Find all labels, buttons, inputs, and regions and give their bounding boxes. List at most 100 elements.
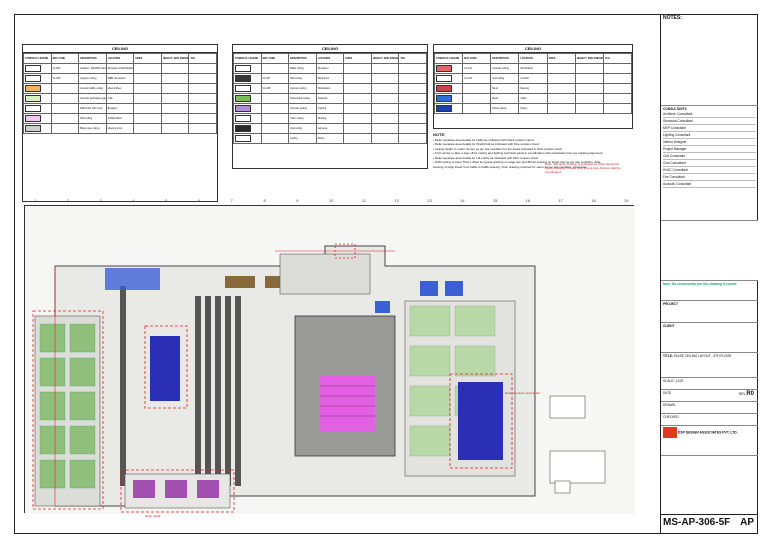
finish xyxy=(160,73,190,84)
grid-column-label: 16 xyxy=(525,198,531,203)
finish xyxy=(574,63,604,74)
location: Corridor xyxy=(518,73,548,84)
tag xyxy=(188,103,217,114)
legend-swatch xyxy=(25,74,41,82)
location: Meet & Meet xyxy=(105,83,135,94)
grid-column-label: 6 xyxy=(197,198,201,203)
column-header: DESCRIPTION xyxy=(288,53,317,64)
finish xyxy=(370,73,400,84)
legend-swatch xyxy=(436,104,452,112)
table-row: Acoustic perforated gypsumCafe xyxy=(23,93,217,104)
sizes xyxy=(343,93,372,104)
legend-swatch xyxy=(235,64,251,72)
legend-swatch-cell xyxy=(233,113,262,124)
consultant-entry: MEP Consultant xyxy=(663,125,756,132)
description: Black open ceiling xyxy=(78,123,107,134)
note-lines: • Refer separate area details for baffel… xyxy=(433,138,609,170)
column-header: LOCATION xyxy=(105,53,135,64)
title-block: NOTES: CONSULTANTS Architect: Consultant… xyxy=(660,14,758,534)
right-zone-label: Refer separate area detail xyxy=(505,391,540,395)
consultant-entry: Architect: Consultant xyxy=(663,111,756,118)
column-header: SYMBOLIC LEGEND xyxy=(23,53,52,64)
legend-swatch-cell xyxy=(23,73,52,84)
revision-cloud-right xyxy=(449,373,513,469)
sizes xyxy=(343,133,372,144)
grid-column-label: 12 xyxy=(394,198,399,203)
column-header: SIZES xyxy=(546,53,576,64)
column-header: SIZES xyxy=(133,53,162,64)
grid-column-label: 15 xyxy=(492,198,498,203)
consultant-entry: Civil Consultant xyxy=(663,153,756,160)
finish xyxy=(370,103,400,114)
finish xyxy=(160,83,190,94)
mat-code xyxy=(50,83,80,94)
location: Cafeteria xyxy=(315,93,345,104)
note-line: • Civil vendor to take a sign off for ce… xyxy=(433,151,604,155)
location: Meeting xyxy=(315,113,345,124)
description: Acoustic perforated gypsum xyxy=(78,93,107,104)
description: Raft ceiling xyxy=(288,73,317,84)
finish xyxy=(370,63,400,74)
mat-code xyxy=(50,113,80,124)
description: Grid ceiling xyxy=(288,123,317,134)
sizes xyxy=(343,123,372,134)
mat-code xyxy=(462,103,492,114)
sizes xyxy=(343,103,372,114)
mat-code: CL-003 xyxy=(50,73,80,84)
tag xyxy=(602,93,633,104)
grid-column-label: 1 xyxy=(34,198,37,203)
title-value: FALSE CEILING LAYOUT - 5TH FLOOR xyxy=(673,354,732,358)
consultant-entry: Structural Consultant xyxy=(663,118,756,125)
legend-swatch-cell xyxy=(23,83,52,94)
finish xyxy=(160,63,190,74)
scale-label: SCALE xyxy=(663,379,674,383)
legend-swatch xyxy=(235,134,251,142)
bottom-zone-label: Refer detail xyxy=(145,514,161,518)
location: Workstation xyxy=(518,63,548,74)
tag xyxy=(398,63,427,74)
red-site-note: Note: Site finish location is indicated … xyxy=(545,162,621,174)
grid-column-label: 10 xyxy=(329,198,334,203)
sheet-code: AP xyxy=(740,517,754,528)
floor-plan[interactable]: Refer separate area detail Refer detail xyxy=(24,205,635,518)
sizes xyxy=(133,83,162,94)
sizes xyxy=(343,83,372,94)
description: Mesh xyxy=(490,83,520,94)
legend-swatch-cell xyxy=(433,93,464,104)
legend-swatch-cell xyxy=(233,123,262,134)
tag xyxy=(188,63,217,74)
location: Reception & Workstation xyxy=(105,63,135,74)
legend-swatch-cell xyxy=(23,103,52,114)
sizes xyxy=(133,123,162,134)
description: Mesh xyxy=(490,93,520,104)
tag xyxy=(398,123,427,134)
legend-swatch xyxy=(436,64,452,72)
floor-plan-drawing xyxy=(25,206,635,514)
rev-value: R0 xyxy=(746,391,754,397)
tag xyxy=(398,83,427,94)
finish xyxy=(370,83,400,94)
legend-swatch xyxy=(25,114,41,122)
column-header: LOCATION xyxy=(315,53,345,64)
legend-swatch-cell xyxy=(233,133,262,144)
finish xyxy=(370,113,400,124)
sizes xyxy=(133,113,162,124)
finish xyxy=(370,93,400,104)
finish xyxy=(160,113,190,124)
column-header: DESCRIPTION xyxy=(78,53,107,64)
column-header: HEIGHT / SIZE FINISHING xyxy=(370,53,400,64)
tag xyxy=(188,83,217,94)
mat-code: CL-007 xyxy=(260,73,290,84)
rev-label: REV xyxy=(738,392,746,396)
location: Reception xyxy=(315,63,345,74)
